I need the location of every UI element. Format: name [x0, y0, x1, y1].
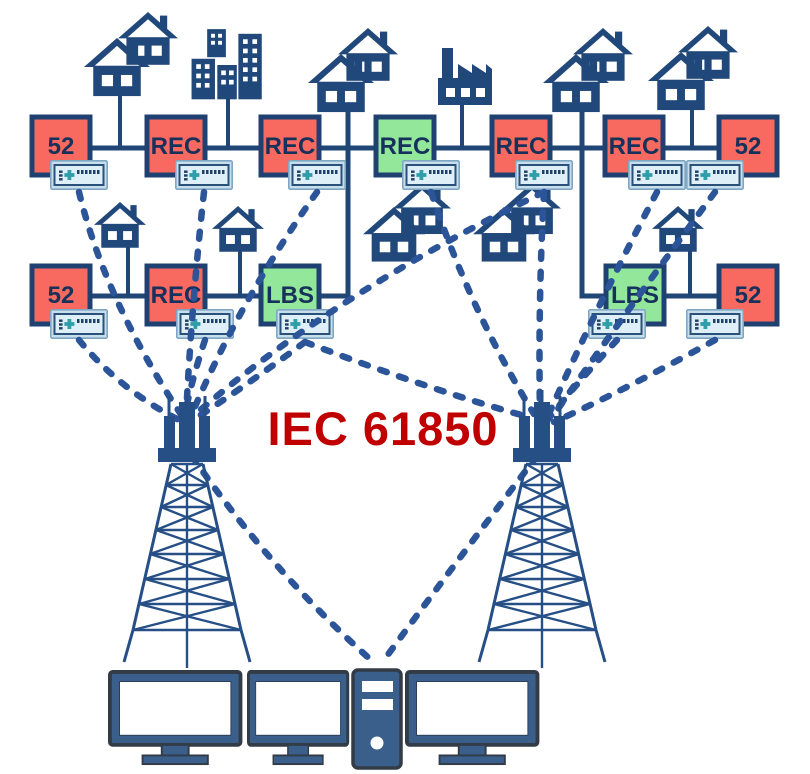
radio-link-dashed-line — [380, 452, 541, 664]
tie-line-left — [320, 104, 351, 299]
load-break-switch-box: LBS — [258, 263, 322, 327]
radio-link-dashed-line — [194, 188, 548, 416]
box-label: 52 — [48, 133, 75, 160]
monitor-icon — [405, 669, 540, 767]
radio-link-dashed-line — [182, 188, 208, 420]
protection-relay-icon — [286, 158, 348, 192]
breaker-52-box: 52 — [716, 114, 780, 178]
box-label: REC — [609, 133, 660, 160]
radio-link-dashed-line — [542, 336, 621, 426]
monitor-icon — [107, 669, 243, 767]
houses-icon — [543, 28, 633, 113]
radio-link-dashed-line — [427, 188, 538, 418]
house-icon — [94, 202, 146, 248]
protection-relay-icon — [173, 158, 235, 192]
radio-link-dashed-line — [180, 336, 209, 424]
radio-tower-icon — [122, 388, 252, 670]
breaker-52-box: 52 — [716, 263, 780, 327]
box-label: 52 — [48, 282, 75, 309]
protection-relay-icon — [684, 307, 746, 341]
tie-line-right — [579, 104, 721, 299]
city-buildings-icon — [191, 29, 262, 100]
protection-relay-icon — [626, 158, 688, 192]
protection-relay-icon — [174, 307, 236, 341]
radio-link-dashed-line — [75, 336, 183, 424]
protection-relay-icon — [274, 307, 336, 341]
box-label: REC — [380, 133, 431, 160]
radio-link-dashed-line — [188, 452, 375, 664]
radio-link-dashed-line — [550, 336, 719, 426]
scada-station — [107, 668, 540, 770]
radio-link-dashed-line — [301, 338, 536, 422]
houses-icon — [648, 26, 738, 111]
protection-relay-icon — [684, 158, 746, 192]
desktop-pc-icon — [351, 668, 403, 770]
box-label: REC — [496, 133, 547, 160]
box-label: 52 — [735, 282, 762, 309]
house-icon — [212, 206, 264, 252]
box-label: LBS — [266, 282, 314, 309]
box-label: 52 — [735, 133, 762, 160]
radio-link-dashed-line — [75, 188, 186, 420]
protection-relay-icon — [513, 158, 575, 192]
radio-link-dashed-line — [187, 188, 321, 420]
box-label: REC — [151, 133, 202, 160]
protection-relay-icon — [400, 158, 462, 192]
box-label: REC — [265, 133, 316, 160]
diagram-title: IEC 61850 — [267, 402, 498, 455]
protection-relay-icon — [48, 158, 110, 192]
factory-icon — [438, 48, 492, 105]
monitor-icon — [246, 669, 350, 767]
radio-links — [75, 188, 719, 664]
protection-relay-icon — [48, 307, 110, 341]
radio-link-dashed-line — [536, 188, 548, 420]
houses-icon — [308, 28, 398, 113]
houses-icon — [84, 12, 178, 97]
radio-link-dashed-line — [544, 188, 661, 420]
